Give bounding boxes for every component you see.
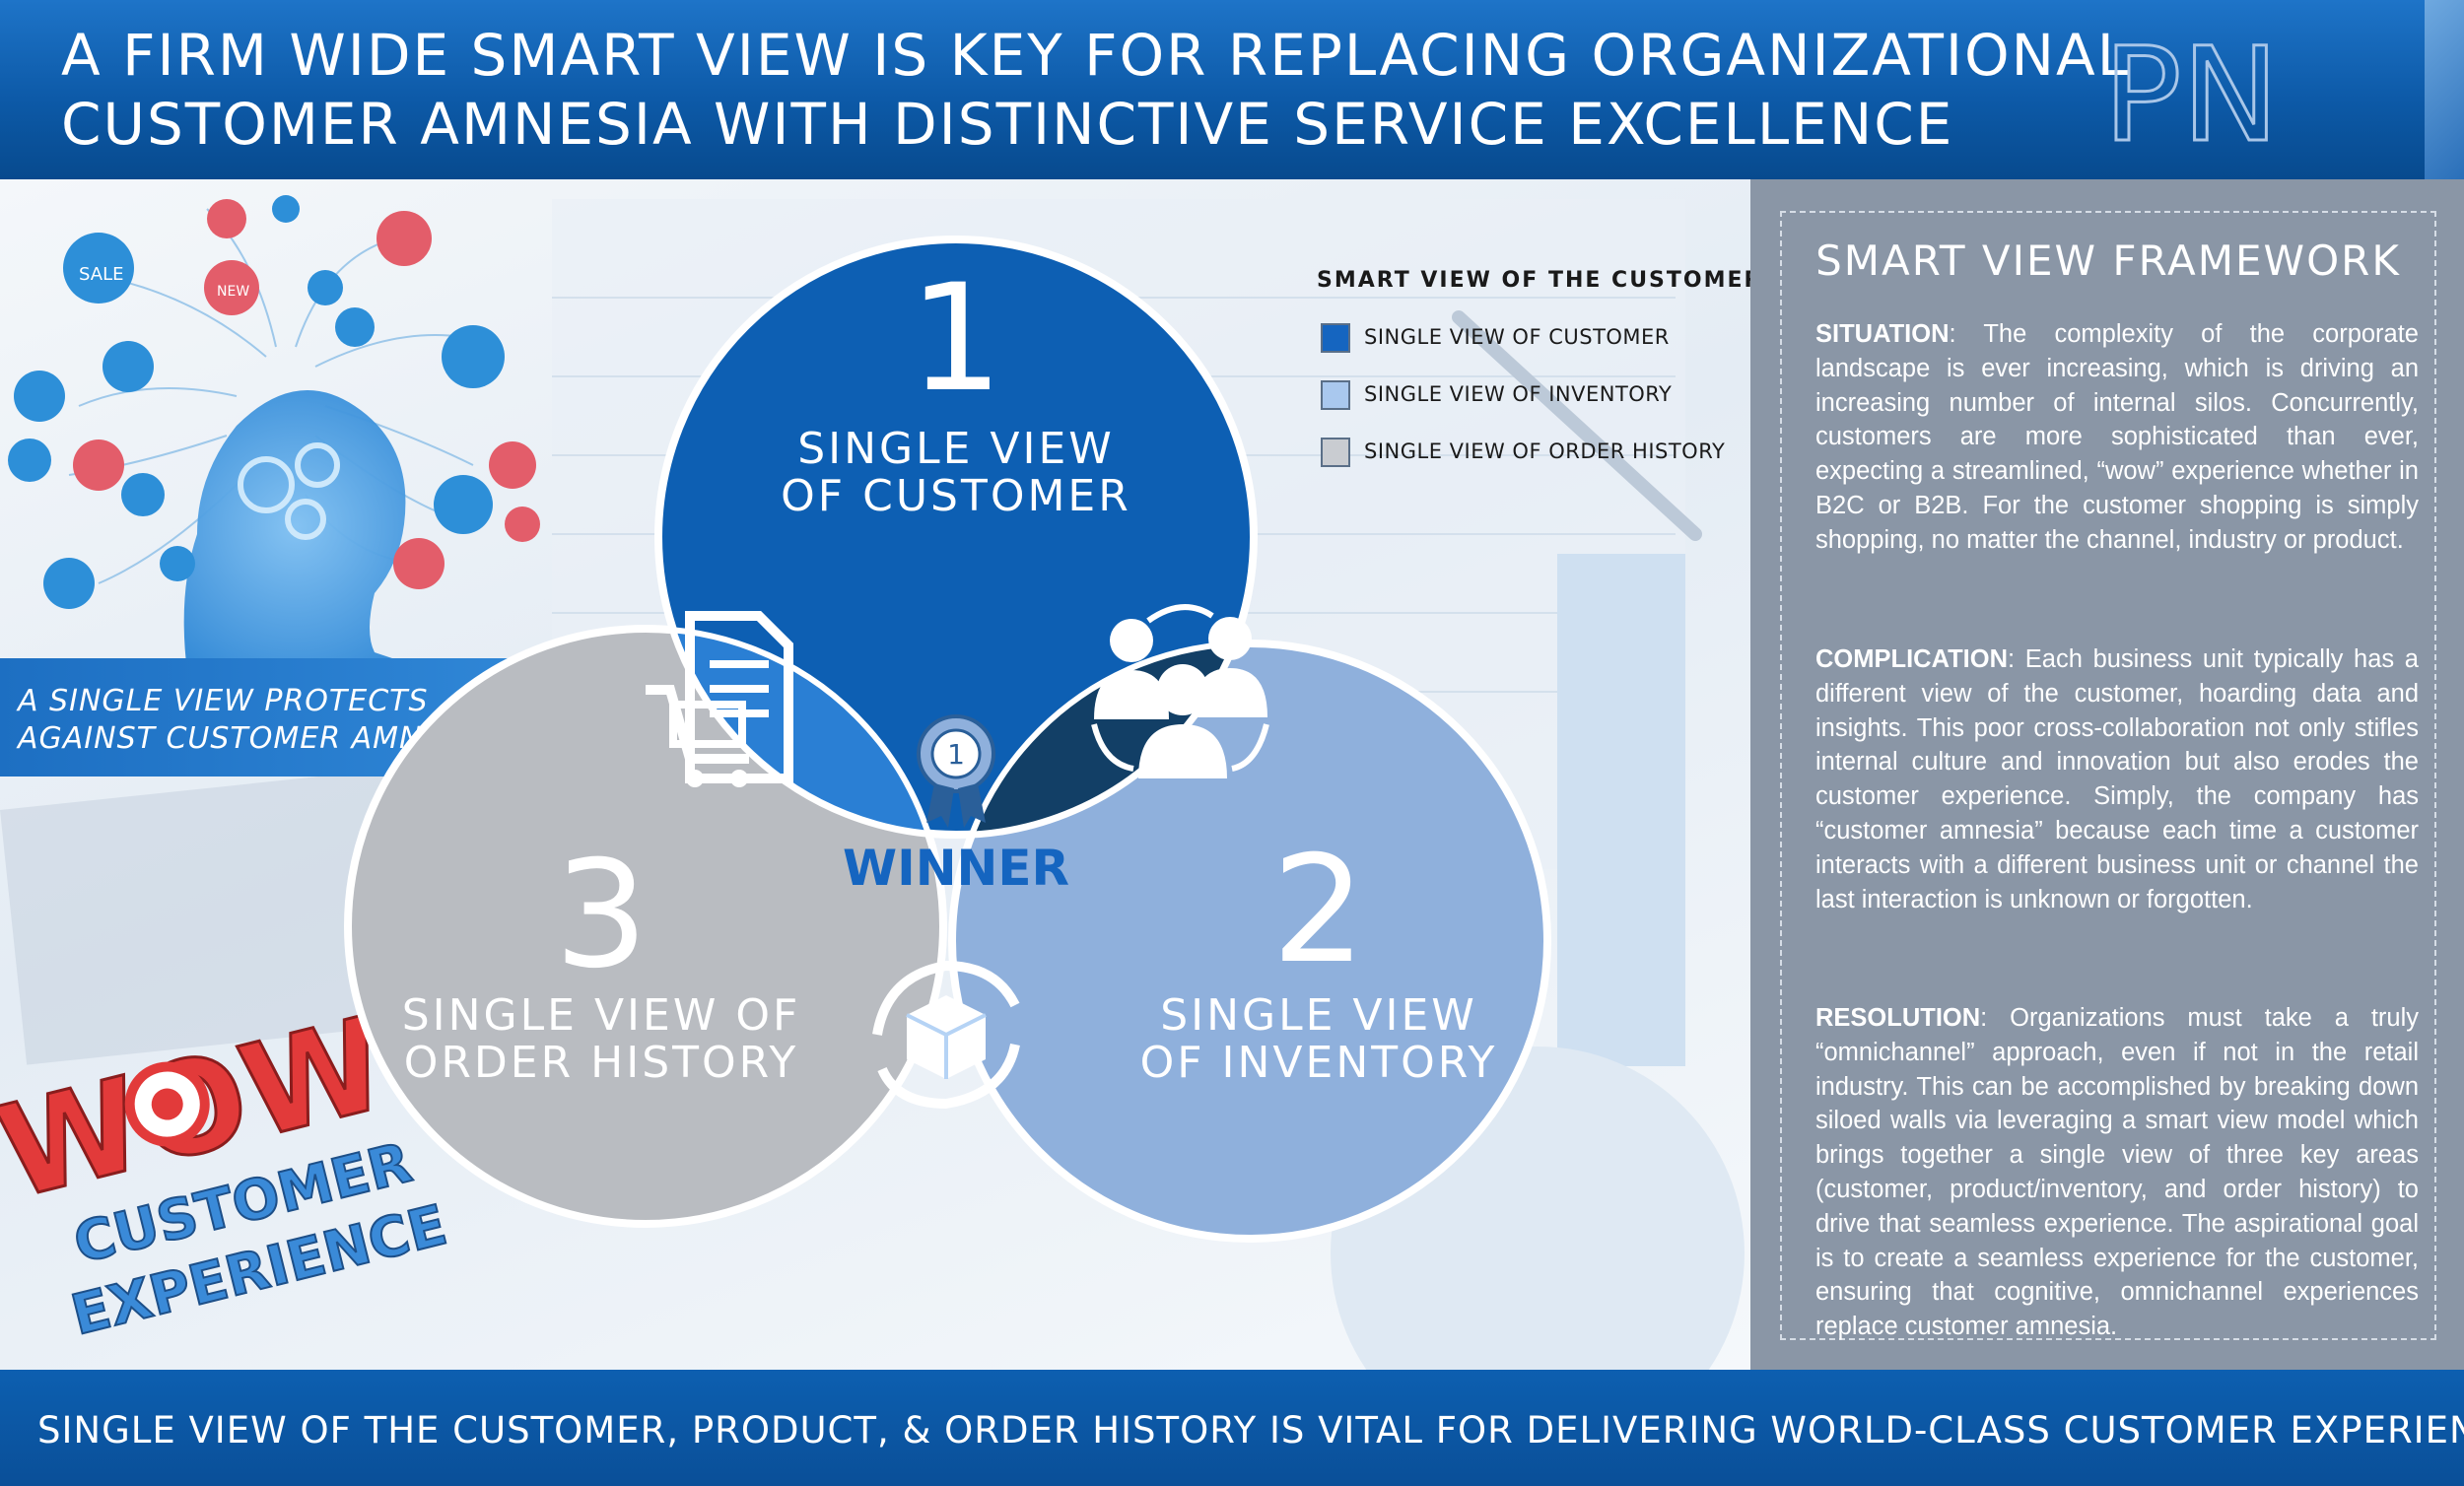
resolution-heading: RESOLUTION (1815, 1004, 1981, 1032)
complication-text: : Each business unit typically has a dif… (1815, 645, 2419, 913)
winner-label: WINNER (843, 840, 1069, 897)
legend-title: SMART VIEW OF THE CUSTOMER (1317, 268, 1763, 293)
circle-3-label-line-1: SINGLE VIEW OF (402, 990, 801, 1041)
situation-paragraph: SITUATION: The complexity of the corpora… (1815, 317, 2419, 558)
head-network-graphic: SALE NEW (8, 195, 540, 731)
document-cart-icon (646, 611, 793, 787)
resolution-paragraph: RESOLUTION: Organizations must take a tr… (1815, 1001, 2419, 1344)
circle-1-number: 1 (909, 253, 1002, 425)
circle-3-number: 3 (554, 830, 648, 1001)
header-banner: A FIRM WIDE SMART VIEW IS KEY FOR REPLAC… (0, 0, 2464, 179)
smart-view-venn-diagram: 1 SINGLE VIEW OF CUSTOMER 2 SINGLE VIEW … (344, 236, 1551, 1243)
legend-swatch-order-history (1321, 438, 1350, 467)
circle-3-label-line-2: ORDER HISTORY (404, 1038, 799, 1088)
people-group-icon (1091, 604, 1269, 778)
protect-line-1: A SINGLE VIEW PROTECTS (18, 684, 429, 718)
new-tag: NEW (217, 284, 249, 300)
legend-label-order-history: SINGLE VIEW OF ORDER HISTORY (1364, 439, 1726, 463)
footer-banner: SINGLE VIEW OF THE CUSTOMER, PRODUCT, & … (0, 1370, 2464, 1486)
page-title-line-1: A FIRM WIDE SMART VIEW IS KEY FOR REPLAC… (61, 22, 2132, 89)
hero-illustration: SALE NEW (0, 179, 650, 849)
complication-paragraph: COMPLICATION: Each business unit typical… (1815, 642, 2419, 916)
complication-heading: COMPLICATION (1815, 645, 2009, 673)
winner-ribbon-badge: 1 (917, 714, 995, 828)
situation-heading: SITUATION (1815, 320, 1950, 348)
logo-letters: PNi (2103, 20, 2269, 162)
framework-panel: SMART VIEW FRAMEWORK SITUATION: The comp… (1750, 179, 2464, 1370)
header-edge-accent (2425, 0, 2464, 179)
pni-logo: PNi (2102, 19, 2270, 163)
situation-text: : The complexity of the corporate landsc… (1815, 320, 2419, 554)
wow-customer-experience-graphic: WOW CUSTOMER EXPERIENCE (0, 1005, 454, 1349)
circle-1-label-line-2: OF CUSTOMER (781, 471, 1131, 521)
circle-1-label-line-1: SINGLE VIEW (797, 424, 1115, 474)
resolution-text: : Organizations must take a truly “omnic… (1815, 1004, 2419, 1341)
framework-title: SMART VIEW FRAMEWORK (1815, 236, 2401, 285)
box-refresh-icon (872, 960, 1020, 1110)
circle-2-label-line-1: SINGLE VIEW (1160, 990, 1477, 1041)
overlap-customer-order (658, 629, 943, 835)
legend-label-customer: SINGLE VIEW OF CUSTOMER (1364, 325, 1670, 349)
sale-tag: SALE (79, 264, 123, 285)
legend-swatch-inventory (1321, 380, 1350, 410)
overlap-customer-inventory (952, 643, 1254, 835)
page-title-line-2: CUSTOMER AMNESIA WITH DISTINCTIVE SERVIC… (61, 91, 1954, 158)
footer-text: SINGLE VIEW OF THE CUSTOMER, PRODUCT, & … (37, 1409, 2464, 1452)
legend-swatch-customer (1321, 323, 1350, 353)
framework-panel-border: SMART VIEW FRAMEWORK SITUATION: The comp… (1780, 211, 2436, 1340)
circle-2-number: 2 (1271, 825, 1365, 996)
legend: SMART VIEW OF THE CUSTOMER SINGLE VIEW O… (1317, 268, 1763, 467)
legend-label-inventory: SINGLE VIEW OF INVENTORY (1364, 382, 1673, 406)
badge-number: 1 (947, 738, 965, 771)
circle-2-label-line-2: OF INVENTORY (1140, 1038, 1498, 1088)
